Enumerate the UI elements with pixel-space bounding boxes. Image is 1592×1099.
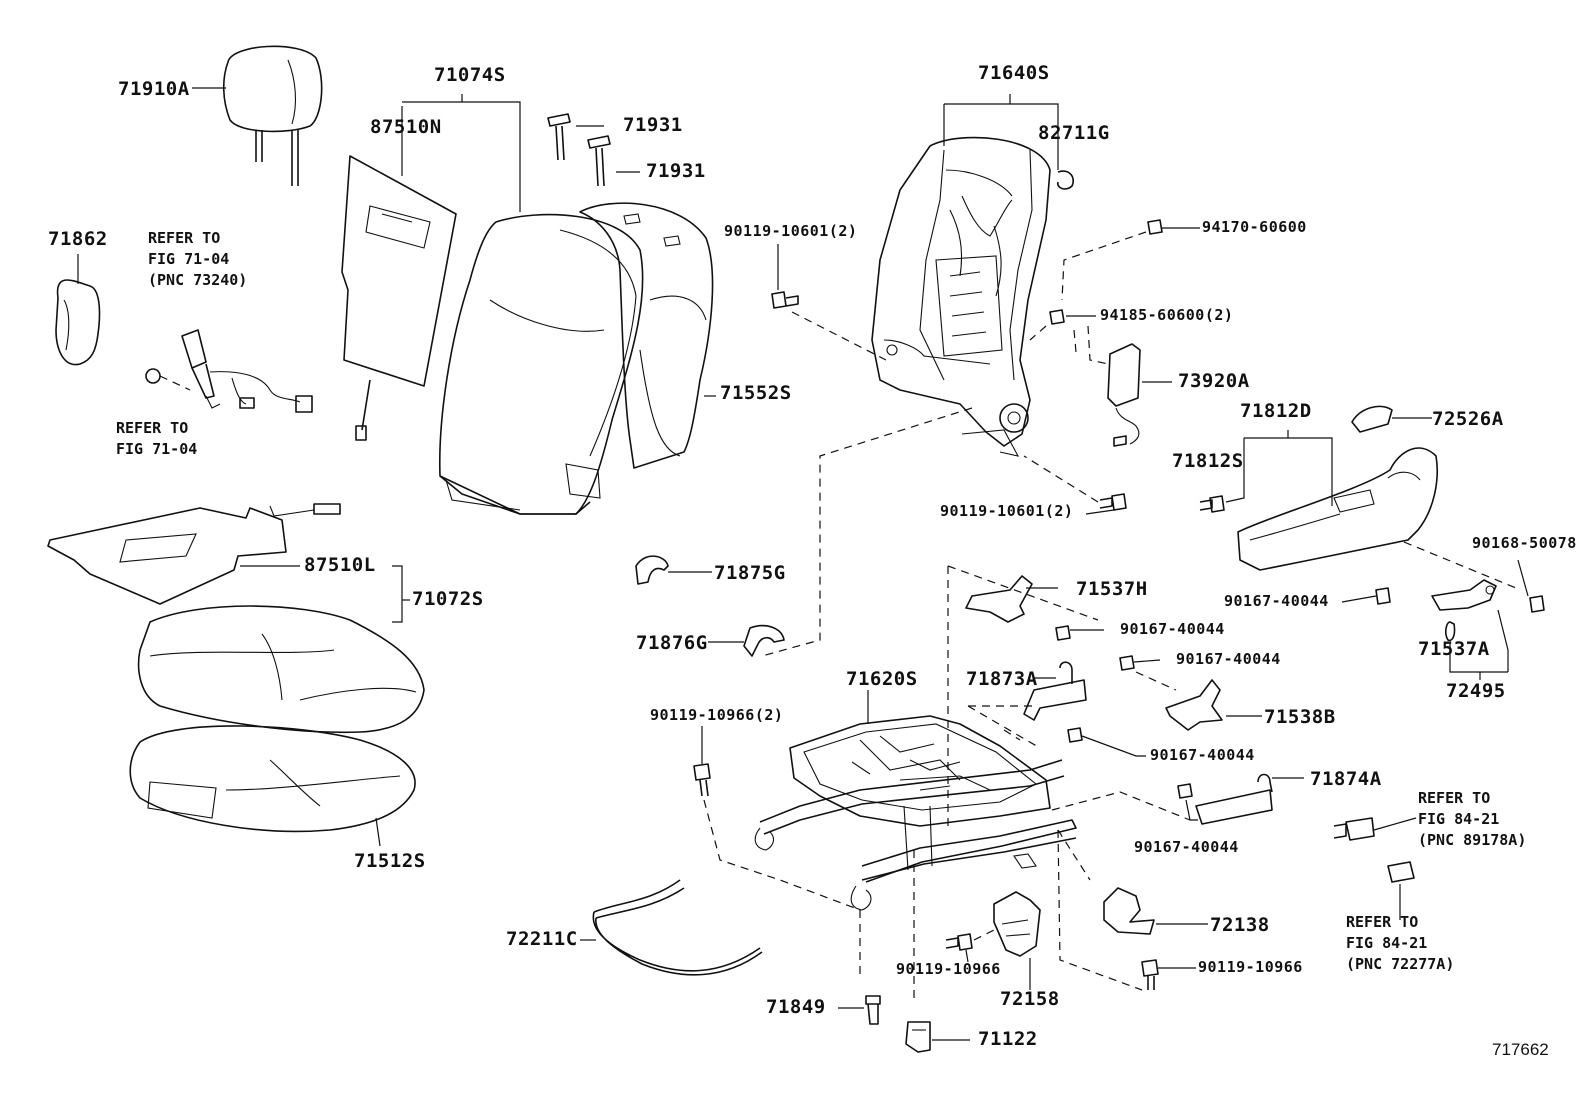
label-71862: 71862	[48, 228, 108, 250]
label-90167-40044-d: 90167-40044	[1150, 746, 1255, 764]
label-71873a: 71873A	[966, 668, 1038, 690]
note-line: FIG 71-04	[116, 440, 198, 458]
note-line: REFER TO	[1418, 789, 1491, 807]
label-71074s: 71074S	[434, 64, 506, 86]
note-line: FIG 84-21	[1346, 934, 1428, 952]
label-90119-10966-b: 90119-10966	[896, 960, 1001, 978]
label-71552s: 71552S	[720, 382, 792, 404]
label-71910a: 71910A	[118, 78, 190, 100]
hinge-covers-drawing	[635, 555, 785, 657]
connectors-drawing	[1333, 817, 1417, 920]
guide-pins-drawing	[547, 113, 640, 187]
bolt-90119-10966-left	[693, 726, 711, 797]
label-71122: 71122	[978, 1028, 1038, 1050]
note-line: (PNC 89178A)	[1418, 831, 1527, 849]
label-71874a: 71874A	[1310, 768, 1382, 790]
seatback-cover-drawing	[438, 213, 644, 515]
label-71931-a: 71931	[623, 114, 683, 136]
label-87510n: 87510N	[370, 116, 442, 138]
seat-brackets-drawing	[947, 565, 1262, 830]
seat-cushion-cover-drawing	[137, 605, 425, 734]
label-90167-40044-c: 90167-40044	[1176, 650, 1281, 668]
label-71875g: 71875G	[714, 562, 786, 584]
label-71537h: 71537H	[1076, 578, 1148, 600]
label-82711g: 82711G	[1038, 122, 1110, 144]
ref-line-frame	[761, 407, 973, 657]
bracket-71874a-drawing	[1051, 773, 1304, 825]
seat-heater-drawing	[47, 503, 410, 623]
knob-72526a-drawing	[1351, 405, 1432, 433]
note-line: FIG 71-04	[148, 250, 230, 268]
part-71862-drawing	[55, 254, 101, 366]
label-90119-10966-c: 90119-10966	[1198, 958, 1303, 976]
side-shield-drawing	[1199, 430, 1529, 597]
lower-parts-drawing	[945, 829, 1208, 991]
wire-72211c-drawing	[580, 879, 763, 976]
note-line: REFER TO	[1346, 913, 1419, 931]
label-72138: 72138	[1210, 914, 1270, 936]
back-board-drawing	[341, 94, 521, 441]
seatback-pad-drawing	[579, 202, 716, 469]
headrest-drawing	[192, 45, 323, 186]
label-90119-10601-b: 90119-10601(2)	[940, 502, 1074, 520]
seatback-frame-drawing	[871, 94, 1074, 457]
label-71072s: 71072S	[412, 588, 484, 610]
seat-cushion-pad-drawing	[129, 725, 416, 847]
label-71620s: 71620S	[846, 668, 918, 690]
note-line: FIG 84-21	[1418, 810, 1500, 828]
label-72211c: 72211C	[506, 928, 578, 950]
label-71538b: 71538B	[1264, 706, 1336, 728]
side-airbag-drawing	[1073, 325, 1172, 447]
label-90119-10601-a: 90119-10601(2)	[724, 222, 858, 240]
lever-72495-drawing	[1341, 579, 1545, 680]
label-71512s: 71512S	[354, 850, 426, 872]
label-90168-50078: 90168-50078	[1472, 534, 1577, 552]
diagram-number: 717662	[1492, 1040, 1549, 1059]
label-90167-40044-b: 90167-40044	[1120, 620, 1225, 638]
label-87510l: 87510L	[304, 554, 376, 576]
label-90167-40044-e: 90167-40044	[1134, 838, 1239, 856]
frame-bolts-drawing	[771, 219, 1200, 515]
label-90167-40044-a: 90167-40044	[1224, 592, 1329, 610]
note-line: REFER TO	[116, 419, 189, 437]
label-90119-10966-a: 90119-10966(2)	[650, 706, 784, 724]
label-72495: 72495	[1446, 680, 1506, 702]
label-94170-60600: 94170-60600	[1202, 218, 1307, 236]
seat-frame-drawing	[703, 690, 1077, 1004]
note-line: REFER TO	[148, 229, 221, 247]
note-refer-fig-84-21-bottom: REFER TO FIG 84-21 (PNC 72277A)	[1346, 912, 1454, 975]
note-refer-fig-71-04-top: REFER TO FIG 71-04 (PNC 73240)	[148, 228, 247, 291]
label-71849: 71849	[766, 996, 826, 1018]
note-refer-fig-84-21-top: REFER TO FIG 84-21 (PNC 89178A)	[1418, 788, 1526, 851]
bottom-small-parts	[838, 995, 970, 1053]
label-71812s: 71812S	[1172, 450, 1244, 472]
note-line: (PNC 72277A)	[1346, 955, 1455, 973]
label-71812d: 71812D	[1240, 400, 1312, 422]
label-71537a: 71537A	[1418, 638, 1490, 660]
label-72526a: 72526A	[1432, 408, 1504, 430]
label-73920a: 73920A	[1178, 370, 1250, 392]
note-line: (PNC 73240)	[148, 271, 248, 289]
label-71640s: 71640S	[978, 62, 1050, 84]
label-72158: 72158	[1000, 988, 1060, 1010]
note-refer-fig-71-04-bottom: REFER TO FIG 71-04	[116, 418, 197, 460]
label-94185-60600: 94185-60600(2)	[1100, 306, 1234, 324]
buckle-drawing	[145, 329, 313, 413]
label-71931-b: 71931	[646, 160, 706, 182]
label-71876g: 71876G	[636, 632, 708, 654]
